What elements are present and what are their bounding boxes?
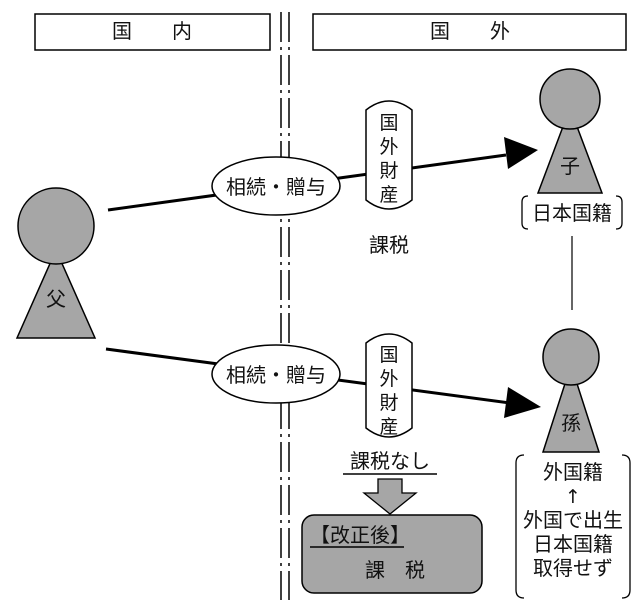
father-figure: 父: [15, 187, 97, 339]
taxed-label: 課税: [369, 233, 409, 257]
grandchild-label: 孫: [561, 411, 581, 435]
child-label: 子: [560, 154, 580, 178]
asset-char-1: 国: [379, 344, 398, 366]
reform-box: 【改正後】 課 税: [301, 514, 483, 594]
nationality-line-4: 日本国籍: [533, 532, 613, 556]
transfer-label-top: 相続・贈与: [226, 175, 326, 199]
grandchild-nationality: 外国籍 ↑ 外国で出生 日本国籍 取得せず: [515, 454, 631, 599]
reform-tag: 【改正後】: [310, 523, 410, 547]
child-nationality: 日本国籍: [521, 195, 623, 230]
border-line: [280, 12, 290, 600]
down-arrow-icon: [362, 478, 418, 515]
transfer-ellipse-bottom: 相続・贈与: [211, 344, 341, 404]
child-figure: 子: [536, 68, 604, 194]
transfer-ellipse-top: 相続・贈与: [211, 156, 341, 216]
asset-char-2: 外: [379, 368, 398, 390]
reform-result: 課 税: [365, 558, 425, 582]
domestic-header: 国 内: [34, 13, 271, 51]
domestic-header-label: 国 内: [112, 19, 192, 43]
asset-char-3: 財: [379, 160, 398, 182]
foreign-header: 国 外: [312, 13, 627, 51]
nationality-line-5: 取得せず: [533, 556, 613, 580]
asset-char-4: 産: [379, 416, 398, 438]
foreign-header-label: 国 外: [430, 19, 510, 43]
nationality-arrow: ↑: [565, 486, 581, 508]
transfer-label-bottom: 相続・贈与: [226, 363, 326, 387]
asset-char-4: 産: [379, 184, 398, 206]
nationality-line-3: 外国で出生: [523, 508, 623, 532]
foreign-assets-badge-bottom: 国 外 財 産: [365, 333, 413, 438]
grandchild-figure: 孫: [541, 328, 601, 453]
father-label: 父: [46, 287, 66, 311]
child-nationality-label: 日本国籍: [532, 201, 612, 225]
asset-char-3: 財: [379, 392, 398, 414]
asset-char-1: 国: [379, 112, 398, 134]
foreign-assets-badge-top: 国 外 財 産: [365, 100, 413, 210]
not-taxed-label: 課税なし: [350, 449, 430, 473]
nationality-line-1: 外国籍: [543, 460, 603, 484]
asset-char-2: 外: [379, 136, 398, 158]
not-taxed-group: 課税なし: [343, 449, 437, 475]
